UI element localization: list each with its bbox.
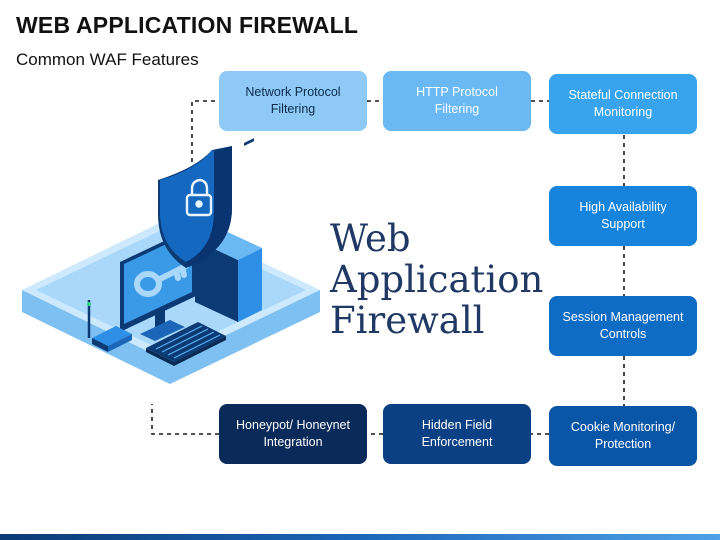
feature-network-protocol-filtering: Network Protocol Filtering bbox=[219, 71, 367, 131]
feature-http-protocol-filtering: HTTP Protocol Filtering bbox=[383, 71, 531, 131]
center-title: Web Application Firewall bbox=[330, 217, 544, 342]
feature-honeypot-honeynet-integration: Honeypot/ Honeynet Integration bbox=[219, 404, 367, 464]
keyboard-icon bbox=[146, 322, 226, 366]
page-title: WEB APPLICATION FIREWALL bbox=[16, 12, 359, 38]
bottom-accent-bar bbox=[0, 534, 720, 540]
connector-honeypot-to-illustration bbox=[151, 404, 219, 435]
feature-cookie-monitoring-protection: Cookie Monitoring/ Protection bbox=[549, 406, 697, 466]
feature-high-availability-support: High Availability Support bbox=[549, 186, 697, 246]
page-subtitle: Common WAF Features bbox=[16, 50, 199, 69]
router-icon bbox=[87, 300, 132, 352]
waf-illustration bbox=[22, 138, 320, 384]
feature-stateful-connection-monitoring: Stateful Connection Monitoring bbox=[549, 74, 697, 134]
feature-session-management-controls: Session Management Controls bbox=[549, 296, 697, 356]
key-icon bbox=[134, 263, 189, 297]
padlock-icon bbox=[185, 178, 213, 217]
feature-hidden-field-enforcement: Hidden Field Enforcement bbox=[383, 404, 531, 464]
